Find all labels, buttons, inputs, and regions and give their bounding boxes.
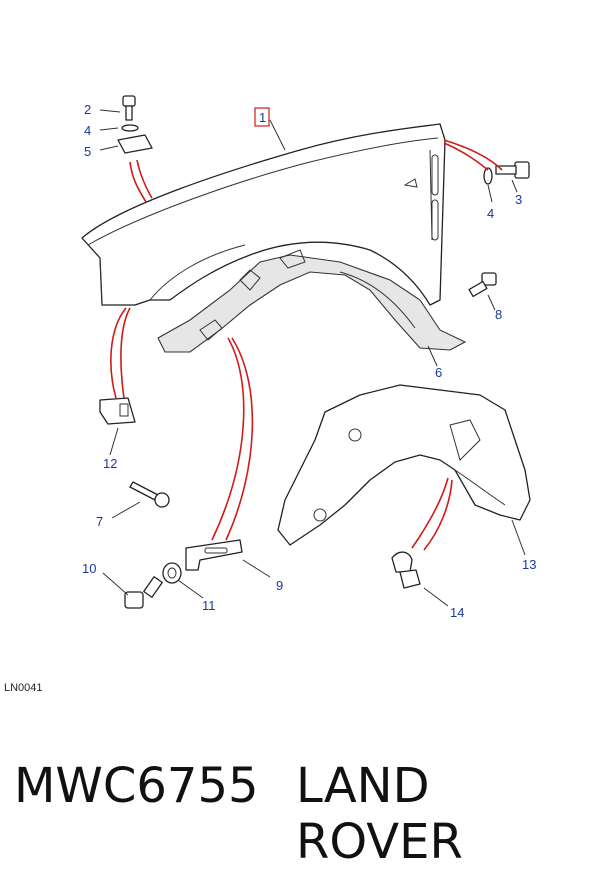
front-fender-panel [81,123,446,306]
callout-7: 7 [96,514,103,529]
parts-diagram: 1 2 3 4 4 5 6 7 8 9 10 11 12 13 14 LN004… [4,95,536,694]
callout-11: 11 [202,598,216,613]
connector-lines [110,139,503,551]
clip-14 [391,551,421,589]
bracket-9 [185,539,243,571]
washer-11 [162,562,182,584]
callout-1-box [254,107,270,127]
bolt-10 [124,576,163,609]
part-number: MWC6755 [14,758,259,814]
leader-lines [99,109,526,607]
callout-labels: 1 2 3 4 4 5 6 7 8 9 10 11 12 13 14 [82,102,536,620]
wheel-arch-liner-front [157,249,467,353]
callout-6: 6 [435,365,442,380]
callout-8: 8 [495,307,502,322]
callout-12: 12 [103,456,117,471]
bolt-2 [122,95,136,121]
callout-10: 10 [82,561,96,576]
callout-14: 14 [450,605,464,620]
bolt-3 [495,161,530,179]
callout-4-right: 4 [487,206,494,221]
bolt-8 [468,272,497,298]
washer-4-top-left [121,124,139,132]
callout-1: 1 [259,110,266,125]
callout-2: 2 [84,102,91,117]
washer-4-right [483,167,493,185]
callout-13: 13 [522,557,536,572]
rear-mud-shield [277,384,531,546]
callout-4-top-left: 4 [84,123,91,138]
footer: MWC6755 LAND ROVER [0,738,611,870]
callout-3: 3 [515,192,522,207]
callout-5: 5 [84,144,91,159]
figure-id: LN0041 [4,682,43,694]
callout-9: 9 [276,578,283,593]
clip-5 [117,134,153,154]
brand-name: LAND ROVER [296,758,463,870]
bracket-12 [99,397,136,425]
screw-7 [129,481,170,508]
